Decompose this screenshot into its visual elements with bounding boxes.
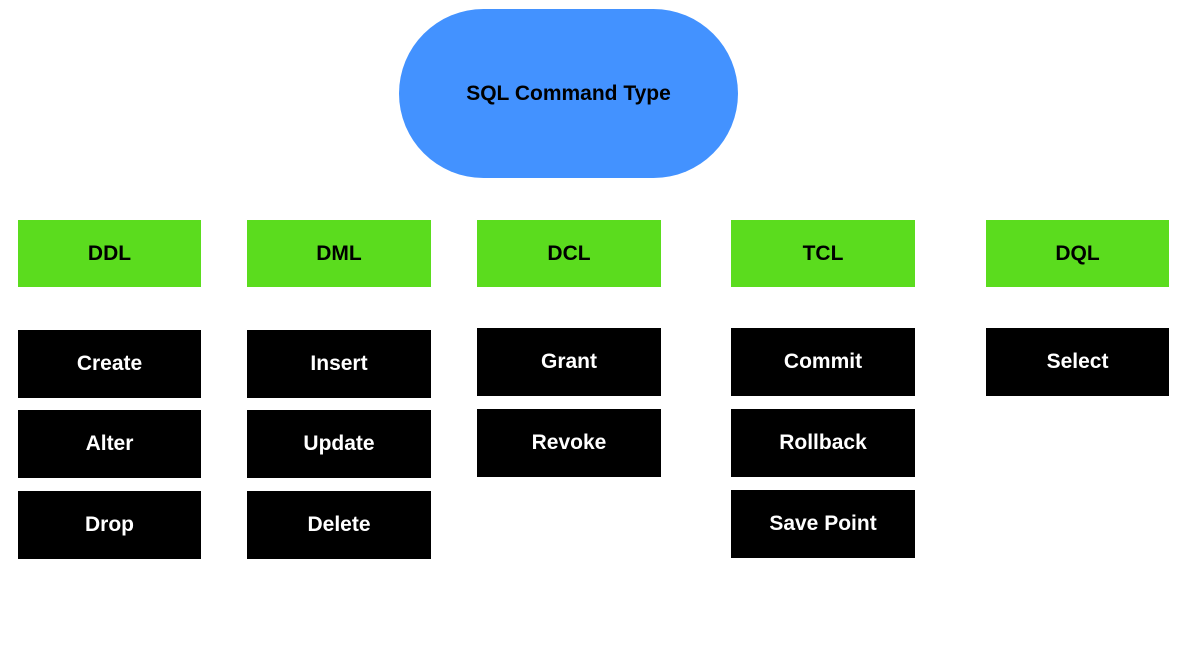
root-node-sql-command-type: SQL Command Type: [399, 9, 738, 178]
command-rollback: Rollback: [731, 409, 915, 477]
category-dcl: DCL: [477, 220, 661, 287]
command-create: Create: [18, 330, 201, 398]
command-save-point: Save Point: [731, 490, 915, 558]
command-insert: Insert: [247, 330, 431, 398]
category-dql: DQL: [986, 220, 1169, 287]
command-grant: Grant: [477, 328, 661, 396]
command-select: Select: [986, 328, 1169, 396]
command-label: Drop: [85, 513, 134, 536]
command-update: Update: [247, 410, 431, 478]
command-label: Alter: [85, 432, 134, 455]
command-commit: Commit: [731, 328, 915, 396]
command-label: Rollback: [779, 431, 867, 454]
command-label: Save Point: [769, 512, 877, 535]
command-label: Grant: [540, 350, 597, 373]
category-label: DQL: [1055, 241, 1100, 265]
command-label: Insert: [310, 352, 368, 375]
command-alter: Alter: [18, 410, 201, 478]
command-label: Update: [303, 432, 375, 455]
category-dml: DML: [247, 220, 431, 287]
category-ddl: DDL: [18, 220, 201, 287]
category-label: DDL: [87, 241, 132, 265]
command-drop: Drop: [18, 491, 201, 559]
category-tcl: TCL: [731, 220, 915, 287]
command-label: Select: [1046, 350, 1109, 373]
root-node-label: SQL Command Type: [466, 81, 671, 105]
category-label: DML: [316, 241, 362, 265]
category-label: DCL: [547, 241, 591, 265]
command-label: Create: [76, 352, 143, 375]
command-label: Revoke: [531, 431, 607, 454]
command-label: Delete: [307, 513, 371, 536]
category-label: TCL: [802, 241, 844, 265]
command-delete: Delete: [247, 491, 431, 559]
command-label: Commit: [783, 350, 863, 373]
command-revoke: Revoke: [477, 409, 661, 477]
